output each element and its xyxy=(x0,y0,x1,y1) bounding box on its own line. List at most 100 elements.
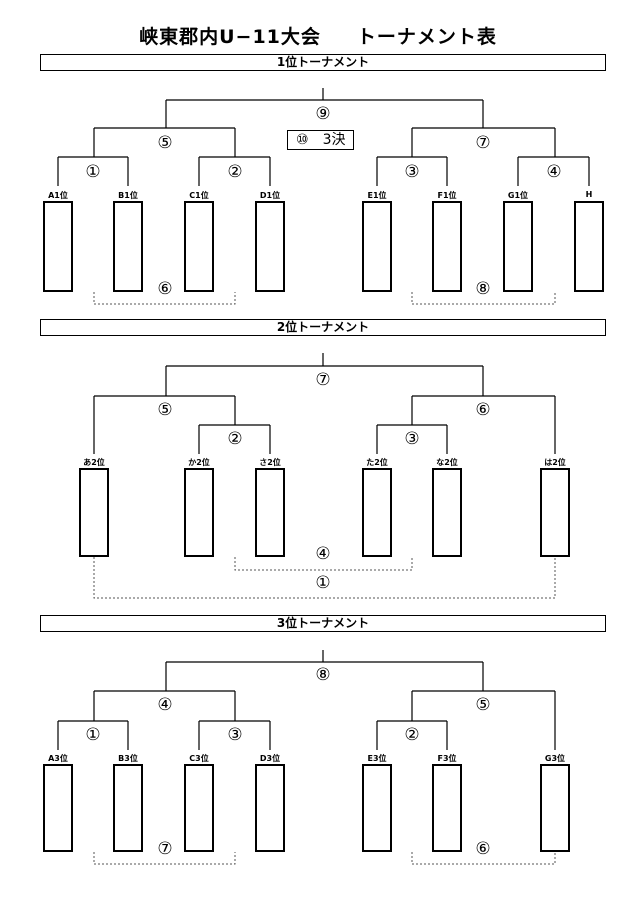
team-box xyxy=(362,764,392,852)
third-place-label: 3決 xyxy=(322,132,346,148)
team-box xyxy=(432,764,462,852)
team-label: D3位 xyxy=(259,754,281,763)
team-label: は2位 xyxy=(544,458,566,467)
s3-match-7: ⑦ xyxy=(153,840,177,858)
team-label: か2位 xyxy=(188,458,210,467)
s3-match6-line xyxy=(411,852,556,865)
s1-match8-line xyxy=(411,292,556,305)
team-box xyxy=(255,468,285,557)
team-box xyxy=(184,764,214,852)
team-box xyxy=(79,468,109,557)
s1-match4-line xyxy=(517,156,590,186)
page-title: 峡東郡内U−11大会 トーナメント表 xyxy=(0,22,636,49)
s3-match-1: ① xyxy=(81,726,105,744)
s2-match-1: ① xyxy=(311,574,335,592)
section-2-header: 2位トーナメント xyxy=(40,319,606,336)
team-box xyxy=(255,201,285,292)
s2-match2-line xyxy=(198,424,271,454)
team-label: C1位 xyxy=(189,191,209,200)
s1-final-line xyxy=(165,88,484,128)
s1-match2-line xyxy=(198,156,271,186)
s1-match-2: ② xyxy=(223,163,247,181)
team-box xyxy=(113,764,143,852)
s2-match-3: ③ xyxy=(400,430,424,448)
team-label: F3位 xyxy=(437,754,457,763)
team-label: さ2位 xyxy=(259,458,281,467)
third-place-match: ⑩ 3決 xyxy=(287,130,355,150)
s1-match5-line xyxy=(93,127,236,157)
s3-match7-line xyxy=(93,852,236,865)
s2-match3-line xyxy=(376,424,448,454)
s3-match1-line xyxy=(57,720,129,750)
team-label: E3位 xyxy=(367,754,387,763)
s3-match-4: ④ xyxy=(153,696,177,714)
s2-match-2: ② xyxy=(223,430,247,448)
team-box xyxy=(574,201,604,292)
s2-match1-line xyxy=(93,557,556,599)
team-label: B3位 xyxy=(118,754,138,763)
s2-match-7: ⑦ xyxy=(311,371,335,389)
s2-match-5: ⑤ xyxy=(153,401,177,419)
s1-match-7: ⑦ xyxy=(471,134,495,152)
team-label: A1位 xyxy=(48,191,68,200)
s1-match7-line xyxy=(411,127,556,157)
team-box xyxy=(255,764,285,852)
s1-match-9: ⑨ xyxy=(311,105,335,123)
s3-match3-line xyxy=(198,720,271,750)
team-box xyxy=(503,201,533,292)
team-box xyxy=(362,468,392,557)
team-box xyxy=(540,764,570,852)
title-main: 峡東郡内U−11大会 xyxy=(139,26,321,48)
team-box xyxy=(184,201,214,292)
team-label: H xyxy=(585,190,593,199)
team-box xyxy=(43,764,73,852)
s1-match-1: ① xyxy=(81,163,105,181)
team-label: あ2位 xyxy=(83,458,105,467)
team-box xyxy=(43,201,73,292)
section-3-header: 3位トーナメント xyxy=(40,615,606,632)
team-box xyxy=(362,201,392,292)
s3-match2-line xyxy=(376,720,448,750)
title-sub: トーナメント表 xyxy=(356,26,497,48)
s2-match-4: ④ xyxy=(311,545,335,563)
s3-match-5: ⑤ xyxy=(471,696,495,714)
s3-final-line xyxy=(165,650,484,691)
s1-match3-line xyxy=(376,156,448,186)
s3-match4-line xyxy=(93,690,236,721)
s1-match-4: ④ xyxy=(542,163,566,181)
team-label: た2位 xyxy=(366,458,388,467)
team-box xyxy=(184,468,214,557)
team-label: A3位 xyxy=(48,754,68,763)
s3-match-3: ③ xyxy=(223,726,247,744)
team-box xyxy=(432,468,462,557)
s2-match6-line xyxy=(411,395,556,454)
s2-match5-line xyxy=(93,395,236,454)
team-box xyxy=(540,468,570,557)
team-label: C3位 xyxy=(189,754,209,763)
team-label: な2位 xyxy=(436,458,458,467)
team-label: F1位 xyxy=(437,191,457,200)
s1-match-5: ⑤ xyxy=(153,134,177,152)
s1-match-6: ⑥ xyxy=(153,280,177,298)
team-label: G1位 xyxy=(507,191,529,200)
s3-match5-line xyxy=(411,690,556,750)
team-label: B1位 xyxy=(118,191,138,200)
s1-match-8: ⑧ xyxy=(471,280,495,298)
team-label: E1位 xyxy=(367,191,387,200)
team-box xyxy=(113,201,143,292)
third-place-number: ⑩ xyxy=(296,132,309,148)
s2-final-line xyxy=(165,353,484,396)
s2-match-6: ⑥ xyxy=(471,401,495,419)
team-label: D1位 xyxy=(259,191,281,200)
team-box xyxy=(432,201,462,292)
s1-match-3: ③ xyxy=(400,163,424,181)
s3-match-6: ⑥ xyxy=(471,840,495,858)
s2-match4-line xyxy=(234,557,413,571)
s1-match1-line xyxy=(57,156,129,186)
s3-match-2: ② xyxy=(400,726,424,744)
s3-match-8: ⑧ xyxy=(311,666,335,684)
section-1-header: 1位トーナメント xyxy=(40,54,606,71)
team-label: G3位 xyxy=(544,754,566,763)
